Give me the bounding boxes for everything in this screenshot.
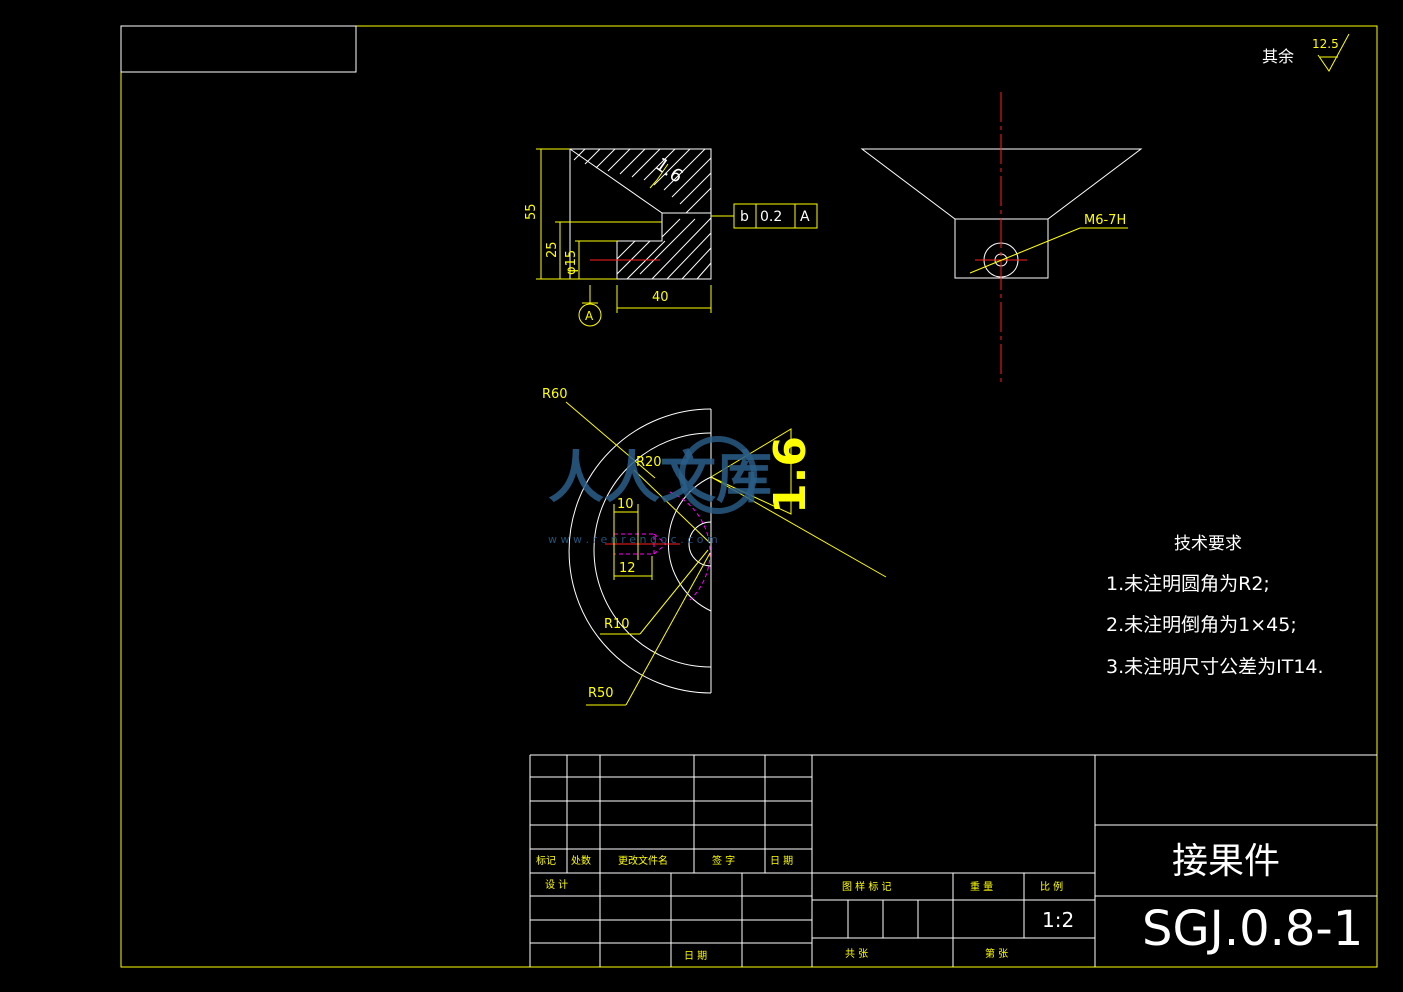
rev-header-date: 日 期 [770, 855, 793, 867]
dim-bore: φ15 [564, 250, 579, 275]
dim-55: 55 [524, 203, 539, 220]
sheet-number: 第 张 [985, 947, 1008, 960]
tech-item-2: 2.未注明倒角为1×45; [1106, 614, 1297, 636]
drawing-border [120, 25, 1378, 968]
dim-12: 12 [619, 561, 636, 576]
dim-40: 40 [652, 290, 669, 305]
roughness-value: 12.5 [1312, 37, 1339, 51]
rev-header-sign: 签 字 [712, 854, 735, 867]
weight-label: 重 量 [970, 880, 993, 893]
tol-datum: A [800, 209, 810, 225]
sheets-total: 共 张 [845, 948, 868, 960]
tech-title: 技术要求 [1174, 534, 1242, 554]
section-view: 55 25 φ15 40 A 1.6 b 0.2 A [524, 148, 818, 327]
part-name: 接果件 [1172, 841, 1280, 882]
dim-10: 10 [617, 497, 634, 512]
tol-symbol: b [740, 209, 749, 225]
watermark: 人人文库 w w w . r e n r e n d o c . c o m [548, 436, 772, 546]
design-label: 设 计 [545, 878, 568, 891]
big-roughness: 1.6 [765, 436, 816, 514]
rev-header-doc: 更改文件名 [618, 854, 668, 867]
tech-item-1: 1.未注明圆角为R2; [1106, 573, 1270, 595]
radius-r20: R20 [636, 455, 662, 470]
radius-r50: R50 [588, 686, 614, 701]
roughness-label: 其余 [1262, 47, 1294, 66]
watermark-url: w w w . r e n r e n d o c . c o m [548, 533, 718, 546]
radius-r10: R10 [604, 617, 630, 632]
tech-item-3: 3.未注明尺寸公差为IT14. [1106, 656, 1324, 678]
thread-callout: M6-7H [1084, 213, 1126, 228]
radius-r60: R60 [542, 387, 568, 402]
tol-value: 0.2 [760, 209, 782, 225]
stage-mark-label: 图 样 标 记 [842, 880, 892, 893]
scale-label: 比 例 [1040, 880, 1063, 893]
dim-25: 25 [545, 241, 560, 258]
corner-label-box [120, 25, 357, 73]
top-view: 10 12 R60 R20 R10 R50 1.6 [542, 387, 887, 706]
date-label: 日 期 [684, 950, 707, 962]
rev-header-mark: 标记 [536, 855, 556, 867]
scale-value: 1:2 [1042, 908, 1074, 932]
title-block: 标记 处数 更改文件名 签 字 日 期 设 计 日 期 图 样 标 记 重 量 … [529, 754, 1377, 967]
watermark-text: 人人文库 [548, 446, 772, 511]
general-roughness: 其余 12.5 [1262, 33, 1350, 72]
drawing-number: SGJ.0.8-1 [1142, 901, 1363, 957]
rev-header-count: 处数 [571, 854, 591, 867]
technical-requirements: 技术要求 1.未注明圆角为R2; 2.未注明倒角为1×45; 3.未注明尺寸公差… [1106, 534, 1324, 678]
datum-label: A [585, 309, 594, 323]
front-view: M6-7H [860, 92, 1143, 382]
